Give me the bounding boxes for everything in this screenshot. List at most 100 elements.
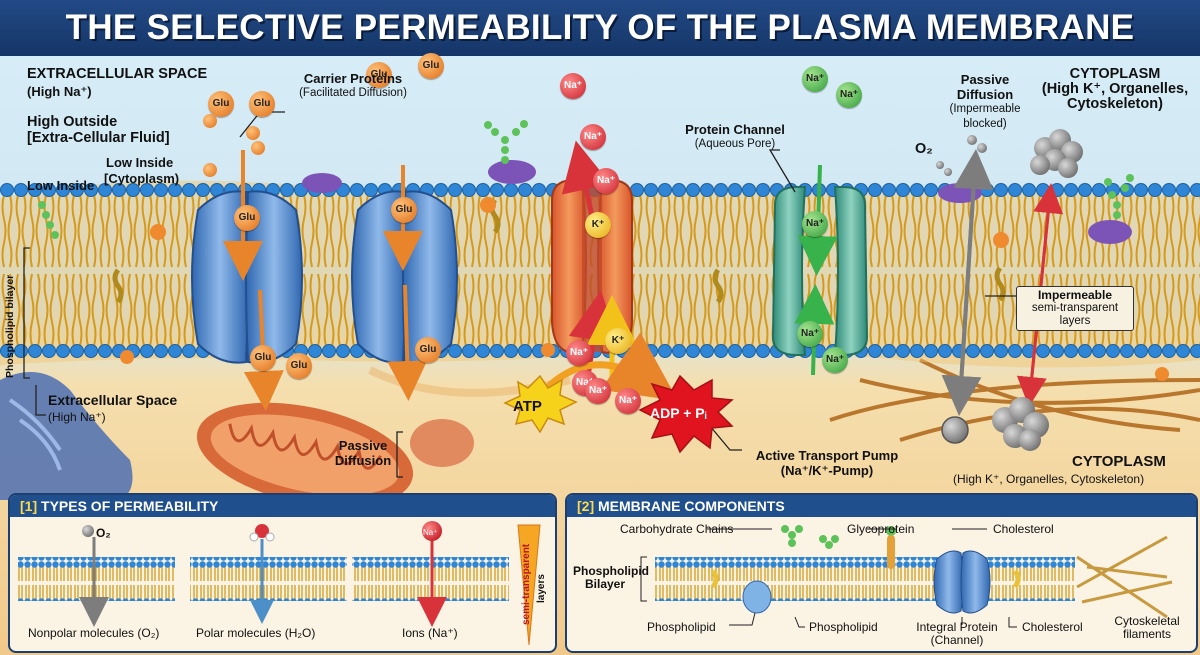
passive-word: Passive xyxy=(960,72,1010,87)
phospholipid-bilayer-word-1: Phospholipid xyxy=(573,564,649,578)
passive-diffusion-top-label: Passive Diffusion (Impermeable blocked) xyxy=(935,72,1035,132)
impermeable-blocked-1: (Impermeable xyxy=(949,103,1021,115)
protein-channel-label: Protein Channel (Aqueous Pore) xyxy=(660,122,810,152)
sodium-ion-molecule: Na⁺ xyxy=(802,66,828,92)
semi-transparent-label: semi-transparent xyxy=(521,543,532,625)
na-mini-label: Na⁺ xyxy=(423,528,438,537)
high-na-2-label: (High Na⁺) xyxy=(48,410,106,424)
cytoplasm-top-title: CYTOPLASM xyxy=(1069,66,1161,82)
components-illustration xyxy=(640,525,1173,628)
glucose-molecule: Glu xyxy=(286,353,312,379)
aqueous-pore-label: (Aqueous Pore) xyxy=(694,138,776,150)
diffusion-word: Diffusion xyxy=(956,87,1014,102)
sodium-ion-molecule: Na⁺ xyxy=(585,378,611,404)
layers-label: layers xyxy=(536,574,547,603)
cytoplasm-bottom-sub: (High K⁺, Organelles, Cytoskeleton) xyxy=(953,472,1145,486)
carrier-proteins-title: Carrier Proteins xyxy=(303,71,403,86)
panel-1-header: [1] TYPES OF PERMEABILITY xyxy=(10,495,555,517)
passive-diffusion-word-1: Passive xyxy=(338,438,388,453)
carrier-proteins-label: Carrier Proteins (Facilitated Diffusion) xyxy=(258,71,448,101)
solute-dot xyxy=(203,163,217,177)
types-of-permeability-panel: [1] TYPES OF PERMEABILITY O₂ Na⁺ Nonpola… xyxy=(8,493,557,653)
polar-label: Polar molecules (H₂O) xyxy=(196,626,316,640)
solute-dot xyxy=(251,141,265,155)
low-inside-label: Low Inside xyxy=(106,155,174,170)
glucose-molecule: Glu xyxy=(415,337,441,363)
extracellular-fluid-label: [Extra-Cellular Fluid] xyxy=(27,130,170,146)
phospholipid-bilayer-word-2: Bilayer xyxy=(584,577,626,591)
glycoprotein-label: Glycoprotein xyxy=(847,522,915,536)
ions-label: Ions (Na⁺) xyxy=(402,626,458,640)
high-na-label: (High Na⁺) xyxy=(27,84,92,99)
panel-1-number: [1] xyxy=(20,498,38,514)
extracellular-space-label: EXTRACELLULAR SPACE xyxy=(27,66,208,82)
page-title: THE SELECTIVE PERMEABILITY OF THE PLASMA… xyxy=(65,8,1135,47)
panel-2-header: [2] MEMBRANE COMPONENTS xyxy=(567,495,1196,517)
title-banner: THE SELECTIVE PERMEABILITY OF THE PLASMA… xyxy=(0,0,1200,56)
sodium-ion-molecule: Na⁺ xyxy=(580,124,606,150)
sodium-ion-molecule: Na⁺ xyxy=(836,82,862,108)
impermeable-title: Impermeable xyxy=(1037,288,1113,302)
high-outside-label: High Outside xyxy=(27,114,118,130)
panel-2-title: MEMBRANE COMPONENTS xyxy=(598,498,785,514)
cytoskeletal-label: Cytoskeletal filaments xyxy=(1107,615,1187,641)
cytoplasm-bracket-label: [Cytoplasm) xyxy=(104,171,180,186)
cytoplasm-top-sub-1: (High K⁺, Organelles, xyxy=(1041,81,1189,97)
potassium-ion-molecule: K⁺ xyxy=(605,328,631,354)
carbohydrate-chains-label: Carbohydrate Chains xyxy=(620,522,734,536)
permeability-illustration xyxy=(18,521,541,646)
phospholipid-left-label: Phospholipid xyxy=(647,620,716,634)
panel-1-title: TYPES OF PERMEABILITY xyxy=(41,498,219,514)
atp-label: ATP xyxy=(513,398,542,415)
integral-protein-channel: (Channel) xyxy=(930,633,984,647)
cytoplasm-top-label: CYTOPLASM (High K⁺, Organelles, Cytoskel… xyxy=(1030,67,1200,112)
glucose-molecule: Glu xyxy=(208,91,234,117)
glucose-molecule: Glu xyxy=(418,53,444,79)
extracellular-space-2-label: Extracellular Space xyxy=(48,392,178,408)
glucose-molecule: Glu xyxy=(391,197,417,223)
na-k-pump-label: (Na⁺/K⁺-Pump) xyxy=(780,463,874,478)
cholesterol-bottom-label: Cholesterol xyxy=(1022,620,1083,634)
membrane-components-panel: [2] MEMBRANE COMPONENTS Carbohydrate Cha… xyxy=(565,493,1198,653)
solute-dot xyxy=(246,126,260,140)
protein-channel-title: Protein Channel xyxy=(685,122,785,137)
nonpolar-label: Nonpolar molecules (O₂) xyxy=(28,626,160,640)
passive-diffusion-label: Passive Diffusion xyxy=(330,438,396,468)
active-transport-label: Active Transport Pump (Na⁺/K⁺-Pump) xyxy=(742,448,912,478)
phospholipid-bilayer-mini-label: Phospholipid Bilayer xyxy=(573,564,649,591)
glucose-molecule: Glu xyxy=(234,205,260,231)
o2-label: O₂ xyxy=(915,141,933,157)
impermeable-blocked-2: blocked) xyxy=(963,118,1007,130)
passive-diffusion-word-2: Diffusion xyxy=(334,453,392,468)
sodium-ion-molecule: Na⁺ xyxy=(802,211,828,237)
panel-2-number: [2] xyxy=(577,498,595,514)
impermeable-box: Impermeable semi-transparent layers xyxy=(1016,286,1134,331)
cytoskeletal-word: Cytoskeletal xyxy=(1114,614,1180,628)
cytoplasm-top-sub-2: Cytoskeleton) xyxy=(1067,96,1163,112)
low-inside-left-label: Low Inside xyxy=(27,178,95,193)
sodium-ion-molecule: Na⁺ xyxy=(615,388,641,414)
phospholipid-mid-label: Phospholipid xyxy=(809,620,878,634)
impermeable-sub-1: semi-transparent xyxy=(1031,302,1119,314)
solute-dot xyxy=(203,114,217,128)
sodium-ion-molecule: Na⁺ xyxy=(560,73,586,99)
integral-protein-title: Integral Protein xyxy=(916,620,998,634)
sodium-ion-molecule: Na⁺ xyxy=(822,347,848,373)
glucose-molecule: Glu xyxy=(366,62,392,88)
sodium-ion-molecule: Na⁺ xyxy=(593,168,619,194)
cytoplasm-bottom-label: CYTOPLASM xyxy=(1072,453,1166,470)
impermeable-sub-2: layers xyxy=(1059,315,1091,327)
potassium-ion-molecule: K⁺ xyxy=(585,212,611,238)
active-transport-title: Active Transport Pump xyxy=(755,448,899,463)
sodium-ion-molecule: Na⁺ xyxy=(566,340,592,366)
phospholipid-bilayer-label: Phospholipid bilayer xyxy=(4,274,16,378)
o2-mini-label: O₂ xyxy=(96,526,111,540)
filaments-word: filaments xyxy=(1122,627,1172,641)
facilitated-diffusion-label: (Facilitated Diffusion) xyxy=(299,87,407,99)
sodium-ion-molecule: Na⁺ xyxy=(797,321,823,347)
adp-label: ADP + Pᵢ xyxy=(650,405,707,421)
glucose-molecule: Glu xyxy=(249,91,275,117)
cholesterol-top-label: Cholesterol xyxy=(993,522,1054,536)
glucose-molecule: Glu xyxy=(250,345,276,371)
